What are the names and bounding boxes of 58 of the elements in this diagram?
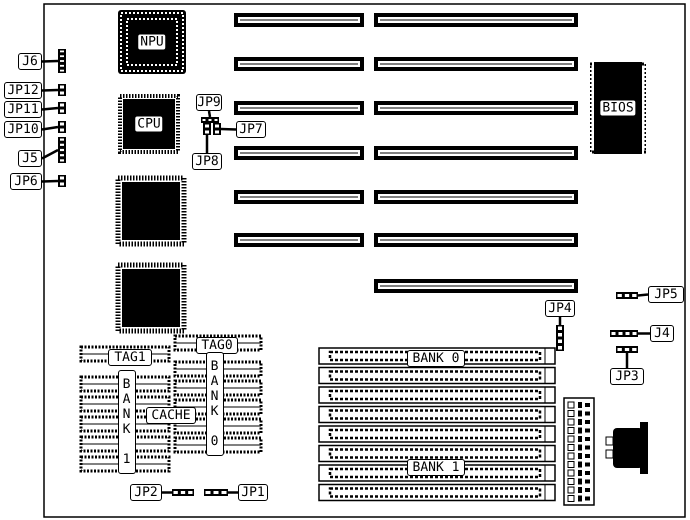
jumper <box>203 123 211 135</box>
chip-label: TAG0 <box>196 337 238 354</box>
chip-label: BIOS <box>599 100 637 116</box>
jumper <box>58 137 66 163</box>
chip-label: BANK 1 <box>407 459 465 476</box>
leader-line <box>638 332 650 335</box>
callout-label: JP3 <box>610 368 644 385</box>
callout-label: JP10 <box>4 121 42 138</box>
callout-label: JP9 <box>196 94 222 111</box>
callout-label: J6 <box>18 53 42 70</box>
bank-label: BANK 1 <box>118 370 136 474</box>
leader-line <box>42 88 58 92</box>
chip-label: NPU <box>137 34 167 50</box>
callout-label: J4 <box>650 325 674 342</box>
callout-label: JP4 <box>545 300 575 317</box>
leader-line <box>228 491 238 494</box>
jumper <box>616 346 638 353</box>
jumper <box>556 325 564 351</box>
chip-label: CPU <box>134 116 164 132</box>
jumper <box>172 489 194 496</box>
callout-label: J5 <box>18 150 42 167</box>
callout-label: JP12 <box>4 82 42 99</box>
dip-chip <box>590 62 646 154</box>
leader-line <box>558 317 562 325</box>
jumper <box>204 489 228 496</box>
chip-label: CACHE <box>146 407 196 424</box>
jumper <box>58 121 66 133</box>
leader-line <box>42 106 58 111</box>
leader-line <box>162 491 172 494</box>
pga-chip <box>118 10 186 74</box>
bank-label: BANK 0 <box>206 352 224 456</box>
jumper <box>58 102 66 114</box>
jumper <box>58 49 66 73</box>
leader-line <box>41 148 59 160</box>
leader-line <box>42 180 58 183</box>
qfp-chip <box>118 94 180 154</box>
callout-label: JP11 <box>4 101 42 118</box>
chip-label: BANK 0 <box>407 350 465 367</box>
leader-line <box>638 293 648 297</box>
callout-label: JP1 <box>238 484 268 501</box>
leader-line <box>42 126 58 131</box>
callout-label: JP7 <box>236 121 266 138</box>
jumper <box>610 330 638 337</box>
leader-line <box>626 353 628 368</box>
leader-line <box>220 128 236 131</box>
callout-label: JP5 <box>648 286 684 303</box>
leader-line <box>42 60 58 63</box>
chip-label: TAG1 <box>108 349 152 366</box>
callout-label: JP6 <box>10 173 42 190</box>
callout-label: JP2 <box>130 484 162 501</box>
leader-line <box>208 110 212 118</box>
jumper <box>201 117 219 123</box>
jumper <box>213 123 221 135</box>
jumper <box>58 175 66 187</box>
jumper <box>616 292 638 299</box>
jumper <box>58 84 66 96</box>
leader-line <box>206 135 208 153</box>
callout-label: JP8 <box>192 153 222 170</box>
